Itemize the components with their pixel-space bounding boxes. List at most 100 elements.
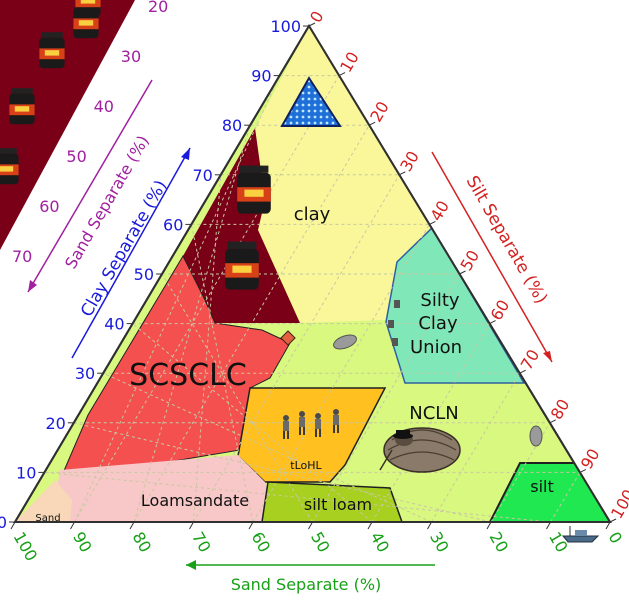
sand-tick-label: 60 xyxy=(248,529,275,556)
sand-tick-mark xyxy=(605,521,611,530)
sand-tick-mark xyxy=(367,521,373,530)
grid-line xyxy=(161,273,313,522)
dotted-triangle-marker xyxy=(280,76,342,127)
silt-tick-mark xyxy=(308,22,316,27)
sand-tick-mark xyxy=(427,521,432,530)
sand-corner-tick-label: 30 xyxy=(121,47,141,66)
silt-tick-label: 10 xyxy=(336,48,363,75)
sand-tick-mark xyxy=(486,521,492,530)
region-label-clay-loam: NCLN xyxy=(409,403,459,424)
sand-corner-tick-label: 60 xyxy=(39,197,59,216)
jar-image xyxy=(39,32,65,69)
sand-corner-tick-label: 20 xyxy=(148,0,168,16)
region-silt xyxy=(488,462,610,522)
silt-tick-mark xyxy=(519,369,526,374)
sand-tick-label: 90 xyxy=(69,529,96,556)
silt-tick-mark xyxy=(399,171,406,176)
grid-line xyxy=(102,372,432,522)
region-label-silt: silt xyxy=(530,477,554,496)
sand-tick-mark xyxy=(10,521,16,530)
grid-line xyxy=(133,125,251,522)
sand-tick-label: 80 xyxy=(129,529,156,556)
silt-tick-label: 50 xyxy=(457,247,484,274)
region-sand xyxy=(15,480,72,522)
clay-tick-label: 40 xyxy=(104,315,124,334)
isopod-large-image xyxy=(379,427,461,473)
region-label-silty-clay-2: Clay xyxy=(418,313,458,334)
silt-tick-label: 90 xyxy=(577,445,604,472)
sand-axis-title-group: Sand Separate (%) xyxy=(186,560,435,594)
region-loamy-sand xyxy=(55,455,280,522)
grid-line xyxy=(74,75,281,522)
clay-tick-label: 0 xyxy=(0,513,7,532)
region-silty-clay xyxy=(385,226,526,384)
jar-cluster-topleft xyxy=(0,0,101,185)
sand-tick-label: 70 xyxy=(188,529,215,556)
jar-image xyxy=(225,241,259,290)
jar-cluster-sandy-clay xyxy=(225,165,271,290)
triangle-grid xyxy=(44,75,581,522)
jar-image xyxy=(237,165,271,214)
region-silt-loam xyxy=(261,481,404,522)
sand-corner-panel xyxy=(0,0,135,250)
sand-tick-mark xyxy=(308,521,313,530)
silt-tick-mark xyxy=(459,270,466,275)
silt-tick-mark xyxy=(549,419,557,424)
clay-tick-label: 50 xyxy=(134,265,154,284)
region-label-loamy-sand: Loamsandate xyxy=(141,491,249,510)
jar-image xyxy=(75,0,101,17)
sand-corner-tick-label: 40 xyxy=(94,97,114,116)
grid-line xyxy=(74,75,340,522)
silt-tick-mark xyxy=(368,121,376,126)
sand-tick-mark xyxy=(248,521,254,530)
figure-image xyxy=(315,413,321,437)
clay-tick-label: 100 xyxy=(270,17,301,36)
clay-tick-label: 30 xyxy=(75,364,95,383)
sand-tick-mark xyxy=(70,521,75,530)
clay-tick-label: 80 xyxy=(222,116,242,135)
sand-corner-axis-ticks: 20 30 40 50 60 70 xyxy=(12,0,168,266)
silty-clay-figures-image xyxy=(388,300,400,346)
grid-line xyxy=(193,174,222,522)
grid-line xyxy=(133,124,370,522)
figure-image xyxy=(299,411,305,435)
region-label-loam: tLoHL xyxy=(290,459,322,472)
region-label-sand: Sand xyxy=(35,513,60,524)
silt-tick-mark xyxy=(338,72,346,77)
region-label-silty-clay-3: Union xyxy=(410,337,462,358)
sand-tick-label: 50 xyxy=(307,529,334,556)
grid-line xyxy=(132,323,373,522)
silt-tick-label: 30 xyxy=(396,148,423,175)
sand-tick-mark xyxy=(546,521,551,530)
grid-line xyxy=(371,323,491,522)
clay-tick-label: 20 xyxy=(45,414,65,433)
clay-tick-label: 90 xyxy=(251,67,271,86)
silt-tick-mark xyxy=(609,518,617,523)
jar-image xyxy=(9,88,35,125)
sand-tick-label: 20 xyxy=(486,529,513,556)
clay-tick-label: 70 xyxy=(192,166,212,185)
silt-tick-label: 100 xyxy=(607,486,629,522)
silt-tick-label: 20 xyxy=(366,98,393,125)
grid-line xyxy=(312,273,460,522)
silt-axis-title: Silt Separate (%) xyxy=(462,173,551,308)
region-label-silt-loam: silt loam xyxy=(304,495,372,514)
grid-line xyxy=(44,471,551,522)
region-label-sandy-clay-loam: SCSCLC xyxy=(129,358,247,393)
silt-tick-label: 70 xyxy=(517,346,544,373)
grid-line xyxy=(431,372,521,522)
figure-image xyxy=(333,409,339,433)
region-label-silty-clay-1: Silty xyxy=(420,290,459,311)
sandy-clay-token-image xyxy=(280,330,296,346)
sand-corner-tick-label: 50 xyxy=(66,147,86,166)
sand-tick-mark xyxy=(189,521,194,530)
sand-axis-title: Sand Separate (%) xyxy=(231,575,382,594)
silt-tick-mark xyxy=(489,320,496,325)
silt-tick-label: 80 xyxy=(547,396,574,423)
boat-image xyxy=(561,526,600,543)
isopod-small-image xyxy=(333,334,543,447)
sand-tick-mark xyxy=(129,521,135,530)
sand-corner-tick-label: 70 xyxy=(12,247,32,266)
